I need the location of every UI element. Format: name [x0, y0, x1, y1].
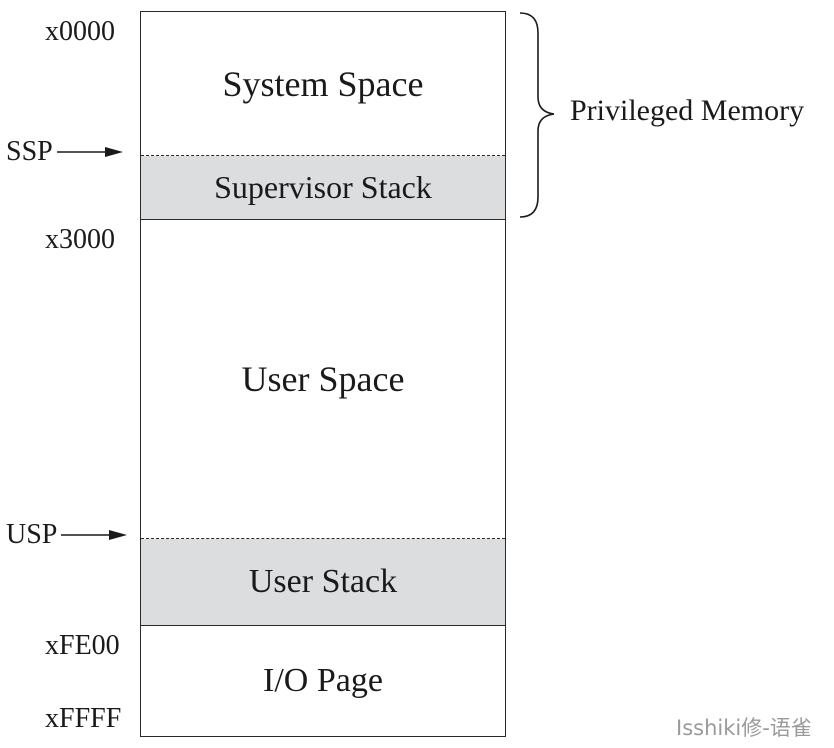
ssp-divider — [141, 155, 505, 156]
user-space-region: User Space — [141, 220, 505, 538]
ssp-label: SSP — [6, 136, 53, 167]
usp-label: USP — [6, 519, 58, 550]
privileged-boundary-line — [141, 219, 505, 220]
usp-divider — [141, 538, 505, 539]
system-space-label: System Space — [222, 63, 424, 104]
usp-arrow-icon — [61, 530, 128, 540]
memory-map: System Space Supervisor Stack User Space… — [140, 11, 506, 737]
address-xfe00: xFE00 — [45, 630, 120, 661]
watermark: Isshiki修-语雀 — [676, 716, 812, 740]
ssp-pointer: SSP — [6, 136, 125, 168]
system-space-region: System Space — [141, 12, 505, 155]
io-page-region: I/O Page — [141, 626, 505, 736]
usp-pointer: USP — [6, 519, 129, 551]
address-xffff: xFFFF — [45, 703, 122, 734]
supervisor-stack-region: Supervisor Stack — [141, 156, 505, 219]
privileged-brace-icon — [519, 12, 555, 218]
address-x0000: x0000 — [45, 16, 115, 47]
supervisor-stack-label: Supervisor Stack — [214, 169, 432, 205]
io-boundary-line — [141, 625, 505, 626]
address-x3000: x3000 — [45, 224, 115, 255]
ssp-arrow-icon — [56, 147, 123, 157]
user-space-label: User Space — [241, 359, 405, 399]
user-stack-label: User Stack — [248, 563, 398, 600]
io-page-label: I/O Page — [263, 662, 383, 699]
privileged-memory-label: Privileged Memory — [570, 94, 805, 127]
user-stack-region: User Stack — [141, 539, 505, 625]
